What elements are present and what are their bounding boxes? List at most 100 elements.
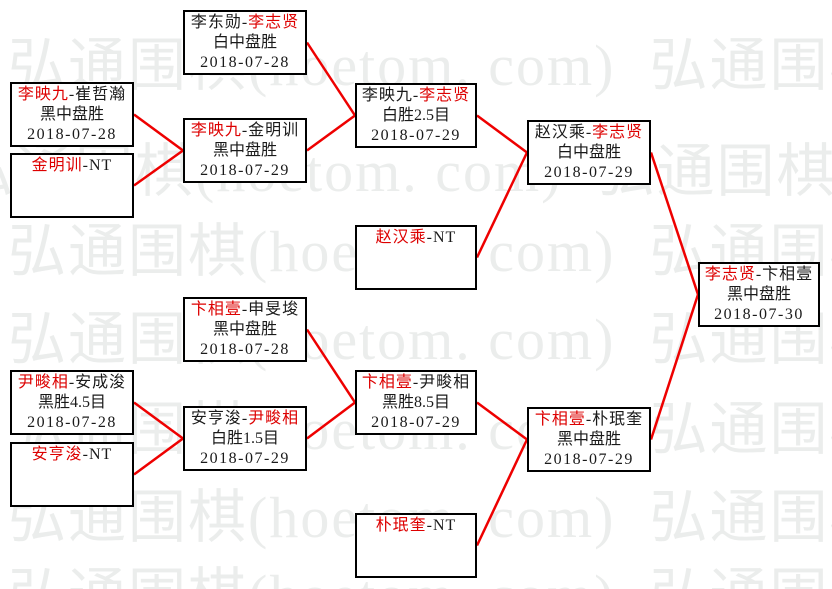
match-result: 白胜1.5目 <box>210 430 279 447</box>
match-box-r3b[interactable]: 赵汉乘-NT <box>355 225 477 290</box>
player-name: 李志贤 <box>704 266 756 283</box>
bracket-connector-line <box>649 152 700 295</box>
match-date: 2018-07-28 <box>27 414 117 431</box>
player-separator: - <box>585 411 593 428</box>
player-separator: - <box>241 410 249 427</box>
match-box-r1a[interactable]: 李东勋-李志贤白中盘胜 2018-07-28 <box>183 10 307 75</box>
player-separator: - <box>755 266 763 283</box>
bracket-connector-line <box>475 151 529 259</box>
bracket-connector-line <box>306 401 356 440</box>
player-name: 安成浚 <box>75 374 127 391</box>
match-players: 朴珉奎-NT <box>357 516 475 536</box>
match-result: 黑中盘胜 <box>212 142 277 159</box>
player-name: NT <box>433 229 457 246</box>
player-separator: - <box>241 301 249 318</box>
match-players: 卞相壹-尹畯相 <box>357 373 475 393</box>
player-name: 金明训 <box>31 157 83 174</box>
player-separator: - <box>82 157 89 174</box>
match-date: 2018-07-28 <box>27 126 117 143</box>
match-result: 白胜2.5目 <box>381 107 450 124</box>
player-name: 安亨浚 <box>190 410 242 427</box>
player-separator: - <box>241 14 249 31</box>
player-separator: - <box>68 86 76 103</box>
player-name: 李志贤 <box>248 14 300 31</box>
match-players: 赵汉乘-李志贤 <box>529 123 649 143</box>
match-date: 2018-07-29 <box>200 162 290 179</box>
player-name: 卞相壹 <box>190 301 242 318</box>
player-separator: - <box>82 446 89 463</box>
watermark-text: 弘通围棋(hoetom. com) <box>8 307 616 372</box>
match-result: 白中盘胜 <box>212 34 277 51</box>
match-players: 李映九-崔哲瀚 <box>12 85 132 105</box>
match-date: 2018-07-28 <box>200 54 290 71</box>
match-result: 黑胜4.5目 <box>37 394 106 411</box>
player-name: 李东勋 <box>190 14 242 31</box>
bracket-connector-line <box>305 41 357 117</box>
player-name: 尹畯相 <box>419 374 471 391</box>
player-name: 李志贤 <box>592 124 644 141</box>
match-box-r1f[interactable]: 安亨浚-NT <box>10 442 134 507</box>
match-date: 2018-07-29 <box>200 450 290 467</box>
bracket-connector-line <box>133 113 184 152</box>
match-players: 李志贤-卞相壹 <box>700 265 818 285</box>
bracket-connector-line <box>306 114 356 152</box>
player-separator: - <box>412 374 420 391</box>
player-name: NT <box>89 157 113 174</box>
match-players: 赵汉乘-NT <box>357 228 475 248</box>
player-name: NT <box>433 517 457 534</box>
player-separator: - <box>241 122 249 139</box>
player-name: 李映九 <box>17 86 69 103</box>
match-result: 黑中盘胜 <box>39 106 104 123</box>
bracket-connector-line <box>649 294 700 440</box>
match-box-r3d[interactable]: 朴珉奎-NT <box>355 513 477 578</box>
bracket-connector-line <box>133 437 184 476</box>
bracket-connector-line <box>476 114 528 154</box>
player-name: 朴珉奎 <box>592 411 644 428</box>
player-name: 赵汉乘 <box>534 124 586 141</box>
match-players: 尹畯相-安成浚 <box>12 373 132 393</box>
match-date: 2018-07-30 <box>714 306 804 323</box>
player-name: 尹畯相 <box>17 374 69 391</box>
match-players: 安亨浚-NT <box>12 445 132 465</box>
watermark-row: 弘通围棋(hoetom. com)弘通围棋(hoetom. com)弘通围棋(h… <box>8 222 832 282</box>
match-players: 李映九-李志贤 <box>357 86 475 106</box>
player-separator: - <box>68 374 76 391</box>
match-result: 黑中盘胜 <box>212 321 277 338</box>
match-box-r1c[interactable]: 金明训-NT <box>10 153 134 218</box>
match-players: 李映九-金明训 <box>185 121 305 141</box>
bracket-connector-line <box>475 438 529 547</box>
player-name: 尹畯相 <box>248 410 300 427</box>
player-separator: - <box>585 124 593 141</box>
match-date: 2018-07-28 <box>200 341 290 358</box>
bracket-connector-line <box>133 401 184 440</box>
player-name: 安亨浚 <box>31 446 83 463</box>
watermark-text: 弘通围棋(hoetom. com) <box>649 33 832 98</box>
match-result: 黑中盘胜 <box>726 286 791 303</box>
match-players: 安亨浚-尹畯相 <box>185 409 305 429</box>
player-name: 卞相壹 <box>762 266 814 283</box>
player-name: 赵汉乘 <box>375 229 427 246</box>
player-separator: - <box>426 229 433 246</box>
player-name: 卞相壹 <box>534 411 586 428</box>
match-players: 卞相壹-朴珉奎 <box>529 410 649 430</box>
player-name: NT <box>89 446 113 463</box>
match-result: 白中盘胜 <box>556 144 621 161</box>
player-separator: - <box>412 87 420 104</box>
player-name: 朴珉奎 <box>375 517 427 534</box>
player-name: 李映九 <box>190 122 242 139</box>
player-name: 崔哲瀚 <box>75 86 127 103</box>
match-box-r2a[interactable]: 李映九-金明训黑中盘胜 2018-07-29 <box>183 118 307 183</box>
player-name: 卞相壹 <box>361 374 413 391</box>
watermark-text: 弘通围棋(hoetom. com) <box>649 563 832 589</box>
